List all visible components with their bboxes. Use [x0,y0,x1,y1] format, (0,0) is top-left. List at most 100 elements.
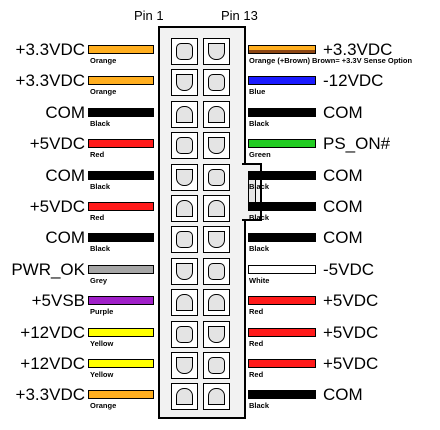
left-voltage-label: +5VDC [29,134,85,154]
left-voltage-label: +3.3VDC [15,40,85,59]
right-wire-color-label: Black [249,118,270,128]
right-wire-color-label: Red [249,307,264,317]
left-wire [88,76,154,86]
left-voltage-label: +12VDC [20,322,85,342]
pin-left [171,383,198,411]
pin-left [171,320,198,348]
pin-left [171,163,198,191]
left-wire-color-label: Black [90,181,111,191]
right-voltage-label: +5VDC [323,322,379,342]
pin-left [171,132,198,160]
left-wire [88,170,154,180]
right-wire [248,76,316,86]
left-wire [88,390,154,400]
pin-right [203,163,230,191]
pin-right [203,352,230,379]
right-wire [248,390,316,400]
left-wire [88,233,154,243]
left-voltage-label: +3.3VDC [15,71,85,91]
left-wire [88,202,154,211]
left-wire-color-label: Purple [90,307,114,317]
left-wire-color-label: Black [90,244,111,254]
left-wire-color-label: Orange [90,401,117,411]
left-voltage-label: COM [45,165,85,185]
pin-right [203,226,230,254]
left-voltage-label: PWR_OK [11,259,85,279]
left-voltage-label: +3.3VDC [15,385,85,405]
right-voltage-label: -12VDC [323,71,384,91]
right-voltage-label: +5VDC [323,291,379,311]
left-wire [88,139,154,149]
left-wire [88,45,154,54]
left-wire [88,264,154,274]
left-voltage-label: +5VSB [31,291,85,311]
pin-left [171,289,198,317]
left-wire [88,327,154,337]
pin-left [171,226,198,254]
pin-right [203,100,230,128]
right-wire-color-label: Black [249,213,270,222]
sense-note: Brown= +3.3V Sense Option [312,56,413,65]
pin-left [171,69,198,97]
right-voltage-label: COM [323,165,363,185]
right-voltage-label: COM [323,385,363,405]
right-voltage-label: -5VDC [323,259,375,279]
left-voltage-label: COM [45,228,85,248]
pin-left [171,352,198,379]
right-voltage-label: COM [323,197,363,216]
right-wire [248,296,316,306]
right-wire [248,170,316,180]
right-wire [248,139,316,149]
right-wire-color-label: Black [249,401,270,411]
pin-left [171,257,198,285]
left-wire [88,107,154,117]
right-wire [248,233,316,243]
left-wire [88,296,154,306]
right-voltage-label: COM [323,228,363,248]
right-voltage-label: COM [323,102,363,122]
right-wire-color-label: Black [249,181,270,191]
left-wire [88,359,154,368]
right-voltage-label: PS_ON# [323,134,391,154]
right-wire-color-label: Orange (+Brown) [249,56,311,65]
pin-left [171,38,198,65]
left-wire-color-label: Yellow [90,370,114,379]
pin-right [203,132,230,160]
left-wire-color-label: Orange [90,87,117,97]
pin-right [203,195,230,222]
left-wire-color-label: Grey [90,275,108,285]
right-wire-color-label: Red [249,338,264,348]
right-wire [248,359,316,368]
right-wire-color-label: Blue [249,87,266,97]
pin13-header: Pin 13 [221,8,258,23]
right-wire [248,327,316,337]
right-wire [248,107,316,117]
pin-right [203,320,230,348]
right-voltage-label: +5VDC [323,354,379,373]
pin-left [171,195,198,222]
pin-right [203,383,230,411]
right-wire-color-label: Red [249,370,264,379]
right-wire [248,202,316,211]
pin-right [203,289,230,317]
right-wire-color-label: Black [249,244,270,254]
left-wire-color-label: Red [90,150,105,160]
right-wire-color-label: White [249,275,270,285]
right-wire-color-label: Green [249,150,271,160]
pin-right [203,69,230,97]
right-wire [248,264,316,274]
left-wire-color-label: Red [90,213,105,222]
left-voltage-label: +5VDC [29,197,85,216]
pin-right [203,257,230,285]
left-voltage-label: +12VDC [20,354,85,373]
pin1-header: Pin 1 [134,8,164,23]
left-wire-color-label: Yellow [90,338,114,348]
left-wire-color-label: Black [90,118,111,128]
pin-right [203,38,230,65]
right-wire [248,45,316,54]
pin-left [171,100,198,128]
left-wire-color-label: Orange [90,56,117,65]
left-voltage-label: COM [45,102,85,122]
right-voltage-label: +3.3VDC [323,40,393,59]
